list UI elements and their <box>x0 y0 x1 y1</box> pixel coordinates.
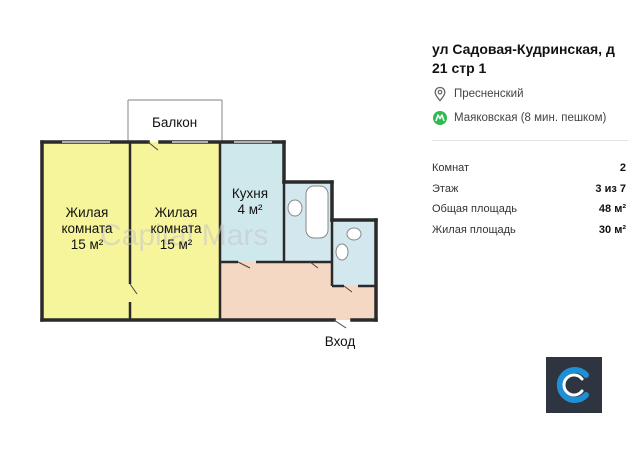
fact-value: 2 <box>619 162 626 175</box>
metro-row: Маяковская (8 мин. пешком) <box>432 110 628 126</box>
kitchen-room <box>220 142 284 262</box>
room-1-name2: комната <box>61 221 113 236</box>
panel-divider <box>432 140 628 141</box>
fact-value: 3 из 7 <box>595 182 626 195</box>
fact-row: Комнат 2 <box>432 158 626 179</box>
fact-row: Жилая площадь 30 м² <box>432 220 626 241</box>
metro-icon <box>433 111 447 125</box>
location-pin-icon <box>434 86 446 102</box>
bath-fixtures <box>287 185 362 261</box>
fact-row: Этаж 3 из 7 <box>432 179 626 200</box>
room-2-name: Жилая <box>155 205 198 220</box>
listing-panel: ул Садовая-Кудринская, д 21 стр 1 Пресне… <box>432 40 628 126</box>
listing-facts: Комнат 2 Этаж 3 из 7 Общая площадь 48 м²… <box>432 158 626 240</box>
living-room-2 <box>130 142 220 320</box>
district-row: Пресненский <box>432 86 628 102</box>
fact-value: 48 м² <box>598 203 626 216</box>
room-2-area: 15 м² <box>160 237 193 252</box>
floor-plan: Capital Mars Балкон Жилая комната 15 м² … <box>40 99 378 349</box>
doors <box>129 141 353 329</box>
metro-station[interactable]: Маяковская (8 мин. пешком) <box>454 112 607 124</box>
fact-label: Этаж <box>432 182 459 195</box>
balcony-label: Балкон <box>152 115 197 130</box>
fact-label: Общая площадь <box>432 203 517 216</box>
fact-label: Жилая площадь <box>432 223 516 236</box>
listing-address: ул Садовая-Кудринская, д 21 стр 1 <box>432 41 615 76</box>
fact-label: Комнат <box>432 162 470 175</box>
balcony <box>127 99 223 142</box>
cian-logo-icon <box>556 367 589 403</box>
district-name[interactable]: Пресненский <box>454 88 524 100</box>
fact-row: Общая площадь 48 м² <box>432 199 626 220</box>
room-1-name: Жилая <box>66 205 109 220</box>
living-room-1 <box>42 142 130 320</box>
fact-value: 30 м² <box>598 223 626 236</box>
inner-walls <box>128 142 376 320</box>
entrance-label: Вход <box>325 334 356 349</box>
brand-logo <box>546 357 602 413</box>
room-2-name2: комната <box>150 221 202 236</box>
kitchen-area: 4 м² <box>237 202 263 217</box>
kitchen-name: Кухня <box>232 186 268 201</box>
room-1-area: 15 м² <box>71 237 104 252</box>
watermark-text: Capital Mars <box>100 219 268 252</box>
